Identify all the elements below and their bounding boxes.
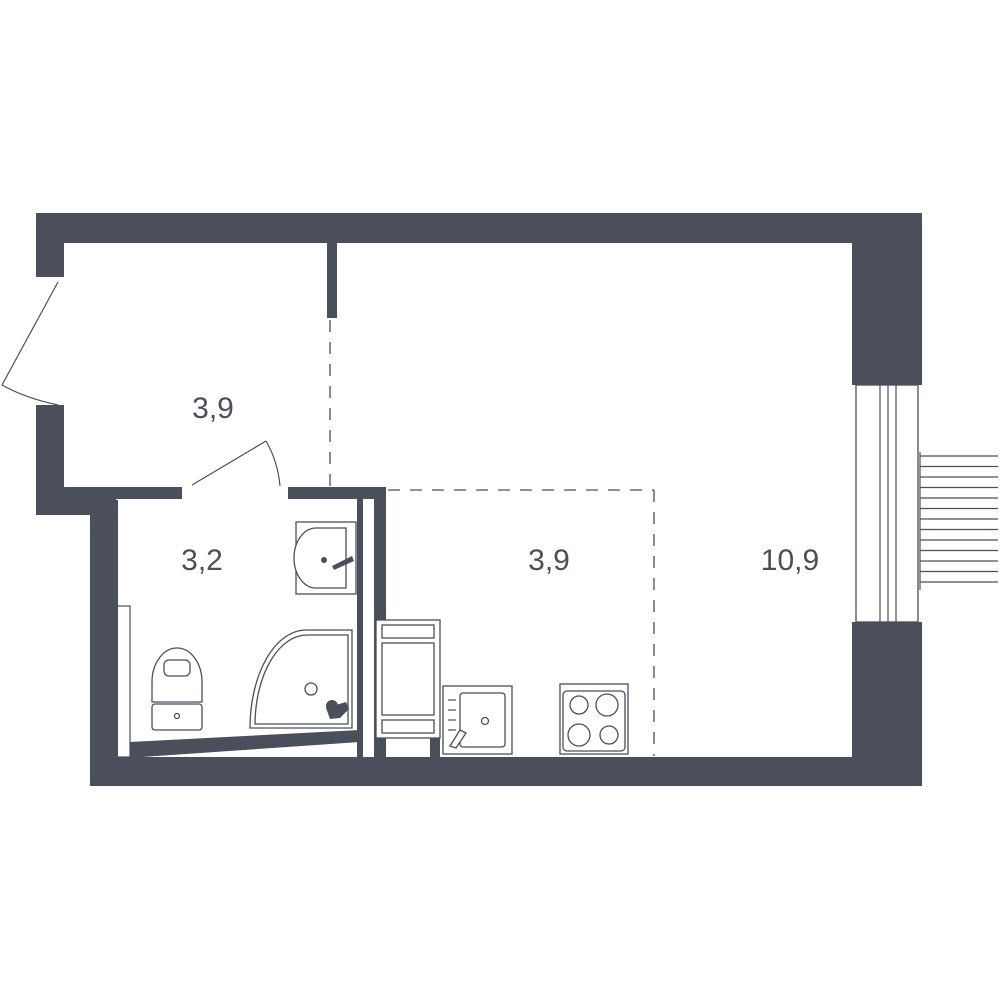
shower-tray-inner (254, 634, 349, 725)
kitchen-sink (442, 685, 513, 755)
window (855, 384, 919, 623)
entrance-door-swing (1, 384, 59, 406)
fridge-top-compartment (381, 624, 435, 639)
kitchen-wall-stub (430, 738, 440, 758)
bath-top-wall-left (116, 487, 182, 499)
shower (249, 629, 353, 729)
left-wall-upper (36, 213, 64, 277)
bathroom-area-label: 3,2 (181, 544, 223, 577)
right-wall-upper (852, 213, 922, 385)
washbasin-faucet (332, 556, 354, 570)
toilet-button (173, 712, 181, 720)
bottom-wall (90, 757, 852, 786)
entrance-door (1, 281, 59, 406)
fridge-bottom-compartment (381, 719, 435, 734)
sink-faucet (449, 729, 467, 749)
zone-boundaries (329, 320, 655, 756)
hallway-area-label: 3,9 (192, 392, 234, 425)
washbasin-drain (321, 557, 327, 563)
kitchen-area-label: 3,9 (528, 544, 570, 577)
entrance-door-leaf (1, 281, 59, 386)
cooktop (559, 683, 629, 755)
toilet-seat (163, 659, 191, 677)
bath-top-wall-right (288, 487, 386, 499)
fridge (375, 619, 441, 739)
room-labels: 3,9 3,2 3,9 10,9 (181, 392, 819, 577)
top-wall (36, 213, 922, 243)
partition-stub (327, 243, 337, 318)
burner-top-right (595, 693, 619, 717)
shower-drain (304, 682, 318, 696)
bath-floor-step (130, 730, 360, 757)
washbasin (293, 521, 357, 595)
shaft-wall (357, 495, 363, 757)
balcony-grille (919, 452, 998, 590)
sink-drain (480, 716, 490, 726)
fridge-main-compartment (381, 642, 435, 716)
window-frame (855, 384, 919, 623)
shower-mixer (326, 702, 349, 719)
exterior-walls (36, 213, 922, 786)
living-room-area-label: 10,9 (761, 544, 819, 577)
bathroom-door-swing (265, 440, 281, 487)
toilet (151, 647, 203, 731)
right-wall-lower (852, 622, 922, 786)
bathroom-door (191, 440, 281, 487)
bath-niche (115, 605, 131, 758)
bath-outer-left-wall (90, 500, 118, 786)
burner-bottom-right (599, 725, 619, 745)
burner-top-left (569, 695, 589, 715)
washbasin-bowl (293, 527, 347, 589)
burner-bottom-left (567, 723, 591, 747)
bathroom-door-leaf (191, 440, 267, 486)
